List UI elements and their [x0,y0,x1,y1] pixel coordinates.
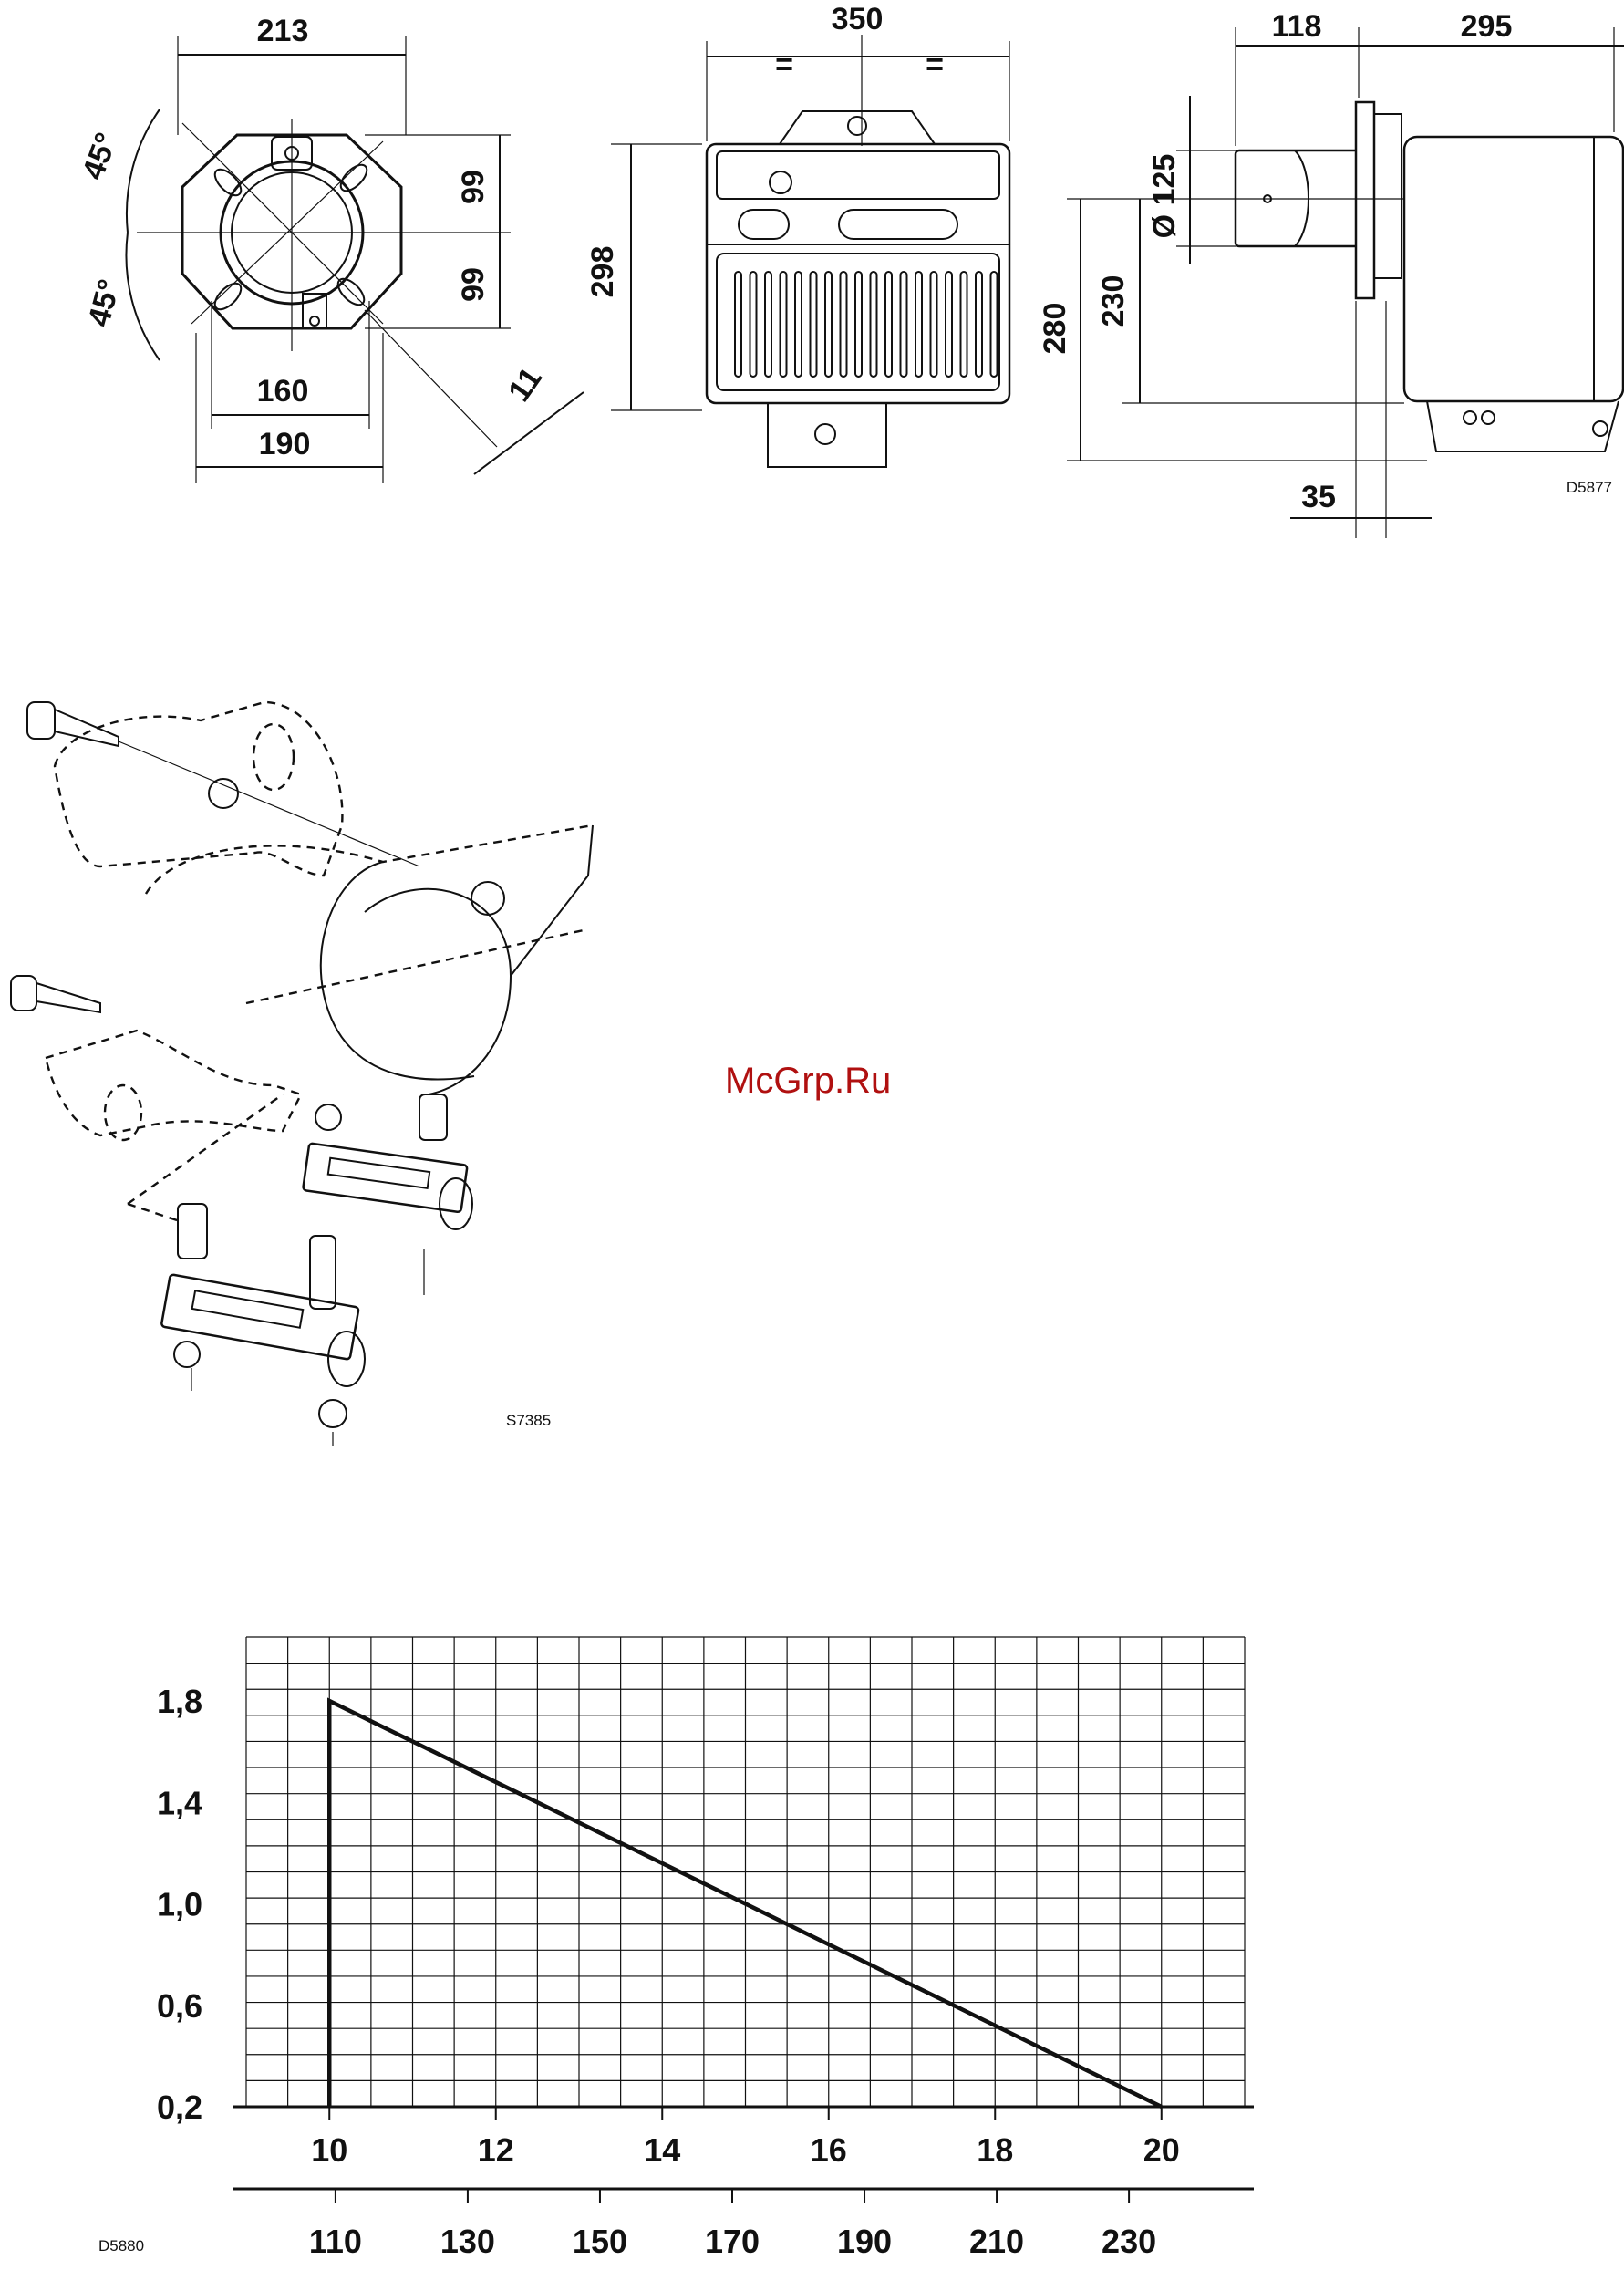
x-tick-label: 16 [811,2131,847,2169]
dim-213: 213 [257,14,309,48]
y-tick-label: 0,6 [157,1987,202,2025]
x2-tick-label: 130 [440,2223,495,2260]
motor-body [1404,137,1623,401]
burner-tube-dashed [146,825,593,894]
angle-arc-lower [126,233,160,360]
watermark-mcgrp: McGrp.Ru [725,1061,891,1101]
side-flange [1356,102,1374,298]
upper-nut-2 [471,882,504,915]
front-diag-1 [182,123,383,324]
side-bottom-nut-2 [1482,411,1495,424]
bottom-bracket-nut [815,424,835,444]
angle-arc-upper [127,109,160,233]
rail-upper-body [303,1143,468,1212]
drawing-code-s7385: S7385 [506,1412,551,1429]
upper-screw-axis [119,741,419,866]
mounting-rail-upper [303,1094,472,1229]
x-tick-label: 10 [311,2131,347,2169]
dim-11-leader [365,310,497,447]
upper-screw-thread [55,710,119,746]
dim-35: 35 [1301,480,1336,514]
motor-bottom-box [1427,401,1619,451]
upper-nut-1 [209,779,238,808]
x2-tick-label: 110 [309,2223,362,2260]
middle-view: 350 = = 298 [585,2,1009,467]
burner-tube-lower [365,889,511,1094]
assembly-drawing: S7385 [11,702,593,1446]
side-bottom-nut-3 [1593,421,1608,436]
rail-lower-nut-2 [319,1400,347,1427]
x2-tick-label: 170 [705,2223,760,2260]
x2-tick-label: 150 [573,2223,627,2260]
chart-x-secondary-tick-labels: 110 130 150 170 190 210 230 [309,2189,1156,2260]
dimension-drawings: 213 99 99 45° 45° 160 190 11 [76,2,1624,538]
y-tick-label: 1,4 [157,1784,202,1821]
dim-280: 280 [1038,303,1072,355]
lower-screw [11,976,100,1012]
dim-230: 230 [1096,275,1131,327]
burner-tube-body [511,825,593,976]
x2-tick-label: 230 [1102,2223,1156,2260]
dim-350: 350 [832,2,884,36]
lower-flange-outline [46,1031,301,1135]
flange-slot-bl [211,279,245,314]
rail-lower-nut-1 [174,1342,200,1367]
front-view: 213 99 99 45° 45° 160 190 11 [76,14,584,483]
rail-upper-nut [315,1104,341,1130]
y-tick-label: 0,2 [157,2089,202,2126]
x-tick-label: 20 [1143,2131,1180,2169]
equal-right: = [926,47,944,82]
lower-screw-thread [36,983,100,1012]
support-plane-dashed [128,1094,283,1222]
rail-lower-stud-2 [310,1236,336,1309]
drawing-code-d5880: D5880 [98,2237,144,2254]
x-tick-label: 14 [644,2131,680,2169]
dim-125: Ø 125 [1147,154,1182,239]
dim-99-upper: 99 [456,170,491,204]
rail-upper-stud [419,1094,447,1140]
flange-bottom-hole [310,316,319,326]
upper-flange-hole [253,724,294,790]
tube-edge-dashed [246,930,584,1003]
side-bottom-nut-1 [1464,411,1476,424]
chart-x-tick-labels: 10 12 14 16 18 20 [311,2107,1180,2169]
lower-screw-head [11,976,36,1011]
rail-lower-stud-1 [178,1204,207,1259]
flange-slot-tr [336,161,371,195]
side-view: 118 295 Ø 125 230 280 35 [1038,9,1624,538]
upper-screw-head [27,702,55,739]
upper-screw [27,702,419,866]
flange-gasket [1374,114,1402,278]
capacity-chart: 1,8 1,4 1,0 0,6 0,2 10 12 14 16 18 20 110 130 150 17… [98,1637,1254,2260]
dim-118: 118 [1272,9,1322,44]
dim-295: 295 [1461,9,1513,44]
x2-tick-label: 190 [837,2223,892,2260]
x-tick-label: 18 [977,2131,1013,2169]
y-tick-label: 1,0 [157,1886,202,1923]
mounting-rail-lower [161,1204,365,1427]
chart-axes [233,2107,1254,2189]
housing-bottom-bracket [768,403,886,467]
dim-298: 298 [585,246,620,298]
dim-11: 11 [502,361,549,408]
dim-160: 160 [257,374,309,409]
chart-grid [246,1637,1245,2107]
dim-190: 190 [259,427,311,461]
angle-45-lower: 45° [81,275,127,330]
x-tick-label: 12 [478,2131,514,2169]
housing-outline [707,144,1009,403]
drawing-code-d5877: D5877 [1567,479,1612,496]
chart-y-tick-labels: 1,8 1,4 1,0 0,6 0,2 [157,1683,202,2126]
equal-left: = [775,47,793,82]
x2-tick-label: 210 [969,2223,1024,2260]
dim-99-lower: 99 [456,267,491,302]
top-mount-nut [848,117,866,135]
angle-45-upper: 45° [76,129,124,184]
y-tick-label: 1,8 [157,1683,202,1720]
